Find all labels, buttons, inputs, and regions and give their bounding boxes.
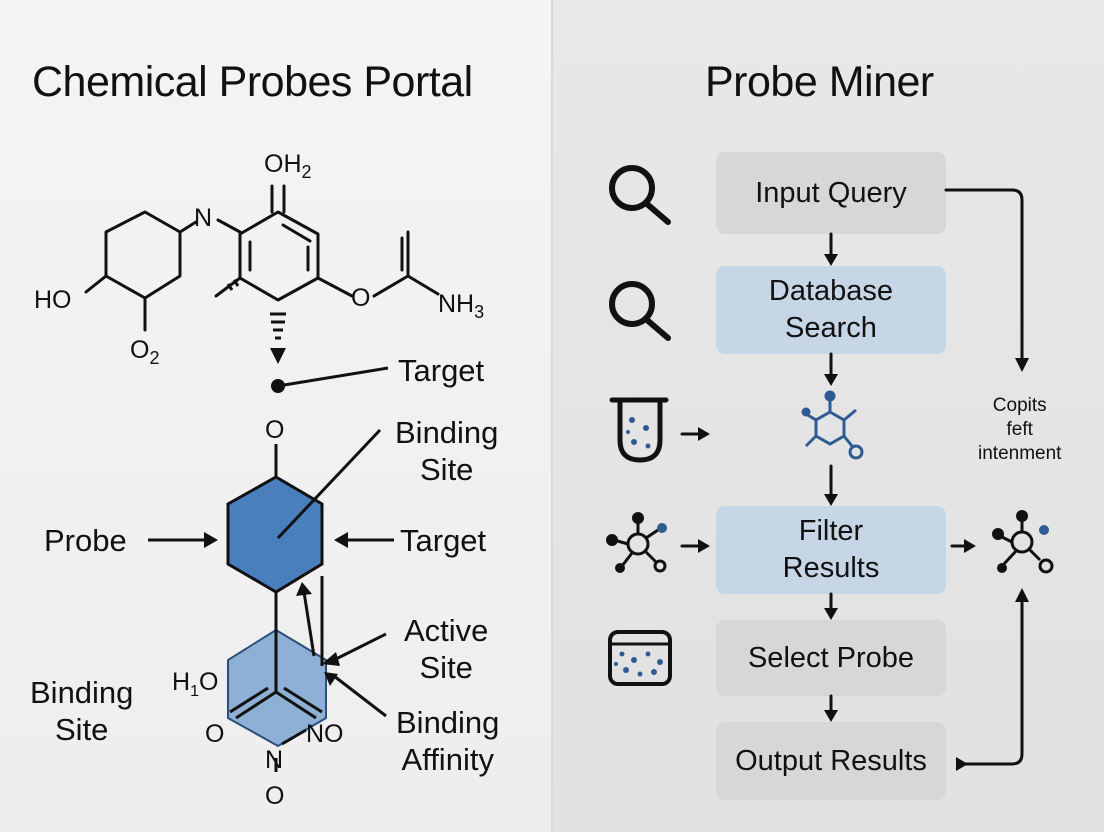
molecule-network-icon [992, 510, 1054, 574]
step-select-probe: Select Probe [716, 620, 946, 696]
target-top-label: Target [398, 353, 485, 388]
plate-icon [608, 630, 672, 686]
test-tube-icon [609, 397, 669, 463]
o2-label: O2 [130, 336, 160, 368]
panel-divider [551, 0, 553, 832]
lower-nitrogen-label: N [265, 746, 284, 774]
bottom-oxygen-label: O [265, 782, 285, 810]
ketone-oxygen-label: O [265, 416, 285, 444]
lower-oxygen-label: O [205, 720, 225, 748]
nitrogen-label: N [194, 204, 213, 232]
no-label: NO [306, 720, 344, 748]
magnifier-icon [609, 165, 671, 225]
step-input-query: Input Query [716, 152, 946, 234]
molecule-drawing [84, 184, 440, 772]
magnifier-icon [609, 281, 671, 341]
ho-label: HO [34, 286, 72, 314]
oh2-label: OH2 [264, 150, 312, 182]
target-mid-label: Target [400, 523, 487, 558]
molecule-network-icon [606, 512, 667, 573]
h1o-label: H1O [172, 668, 219, 700]
right-panel-title: Probe Miner [705, 58, 934, 106]
nh3-label: NH3 [438, 290, 485, 322]
probe-label: Probe [44, 523, 127, 558]
left-panel-title: Chemical Probes Portal [32, 58, 473, 106]
aromatic-ring [238, 210, 320, 302]
ether-oxygen-label: O [351, 284, 371, 312]
step-output-results: Output Results [716, 722, 946, 800]
wedge-arrowhead [270, 348, 286, 364]
molecule-network-icon [801, 390, 864, 460]
